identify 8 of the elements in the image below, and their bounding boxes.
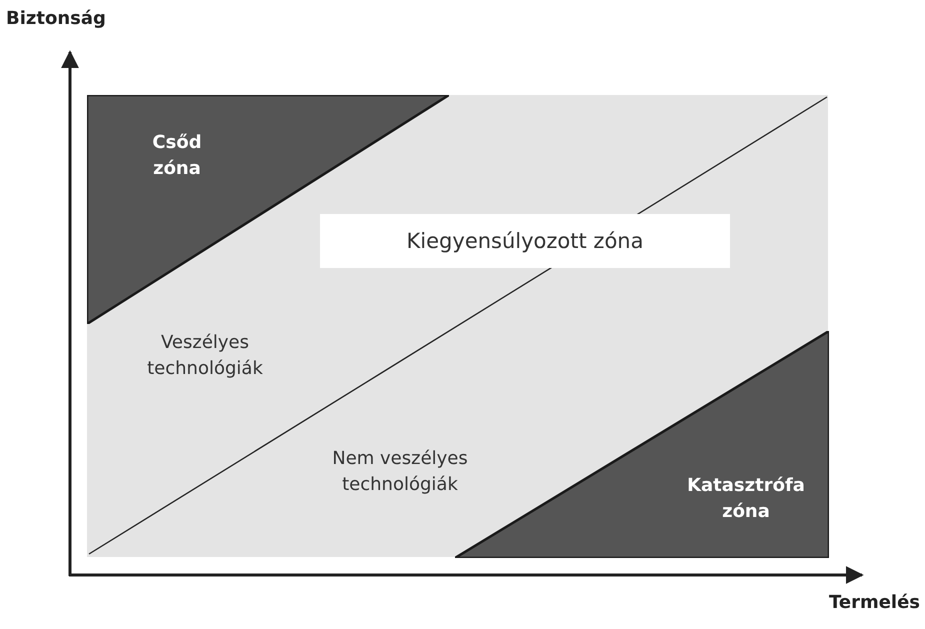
zone-label: Csőd zóna (151, 131, 203, 182)
region-label: Veszélyes technológiák (146, 331, 264, 382)
region-label: Nem veszélyes technológiák (331, 447, 469, 498)
axis-title: Termelés (828, 591, 920, 615)
zone-label: Katasztrófa zóna (686, 474, 806, 524)
zone-label: Kiegyensúlyozott zóna (406, 228, 644, 255)
zone-label-box (320, 214, 730, 268)
axis-title: Biztonság (6, 7, 107, 31)
